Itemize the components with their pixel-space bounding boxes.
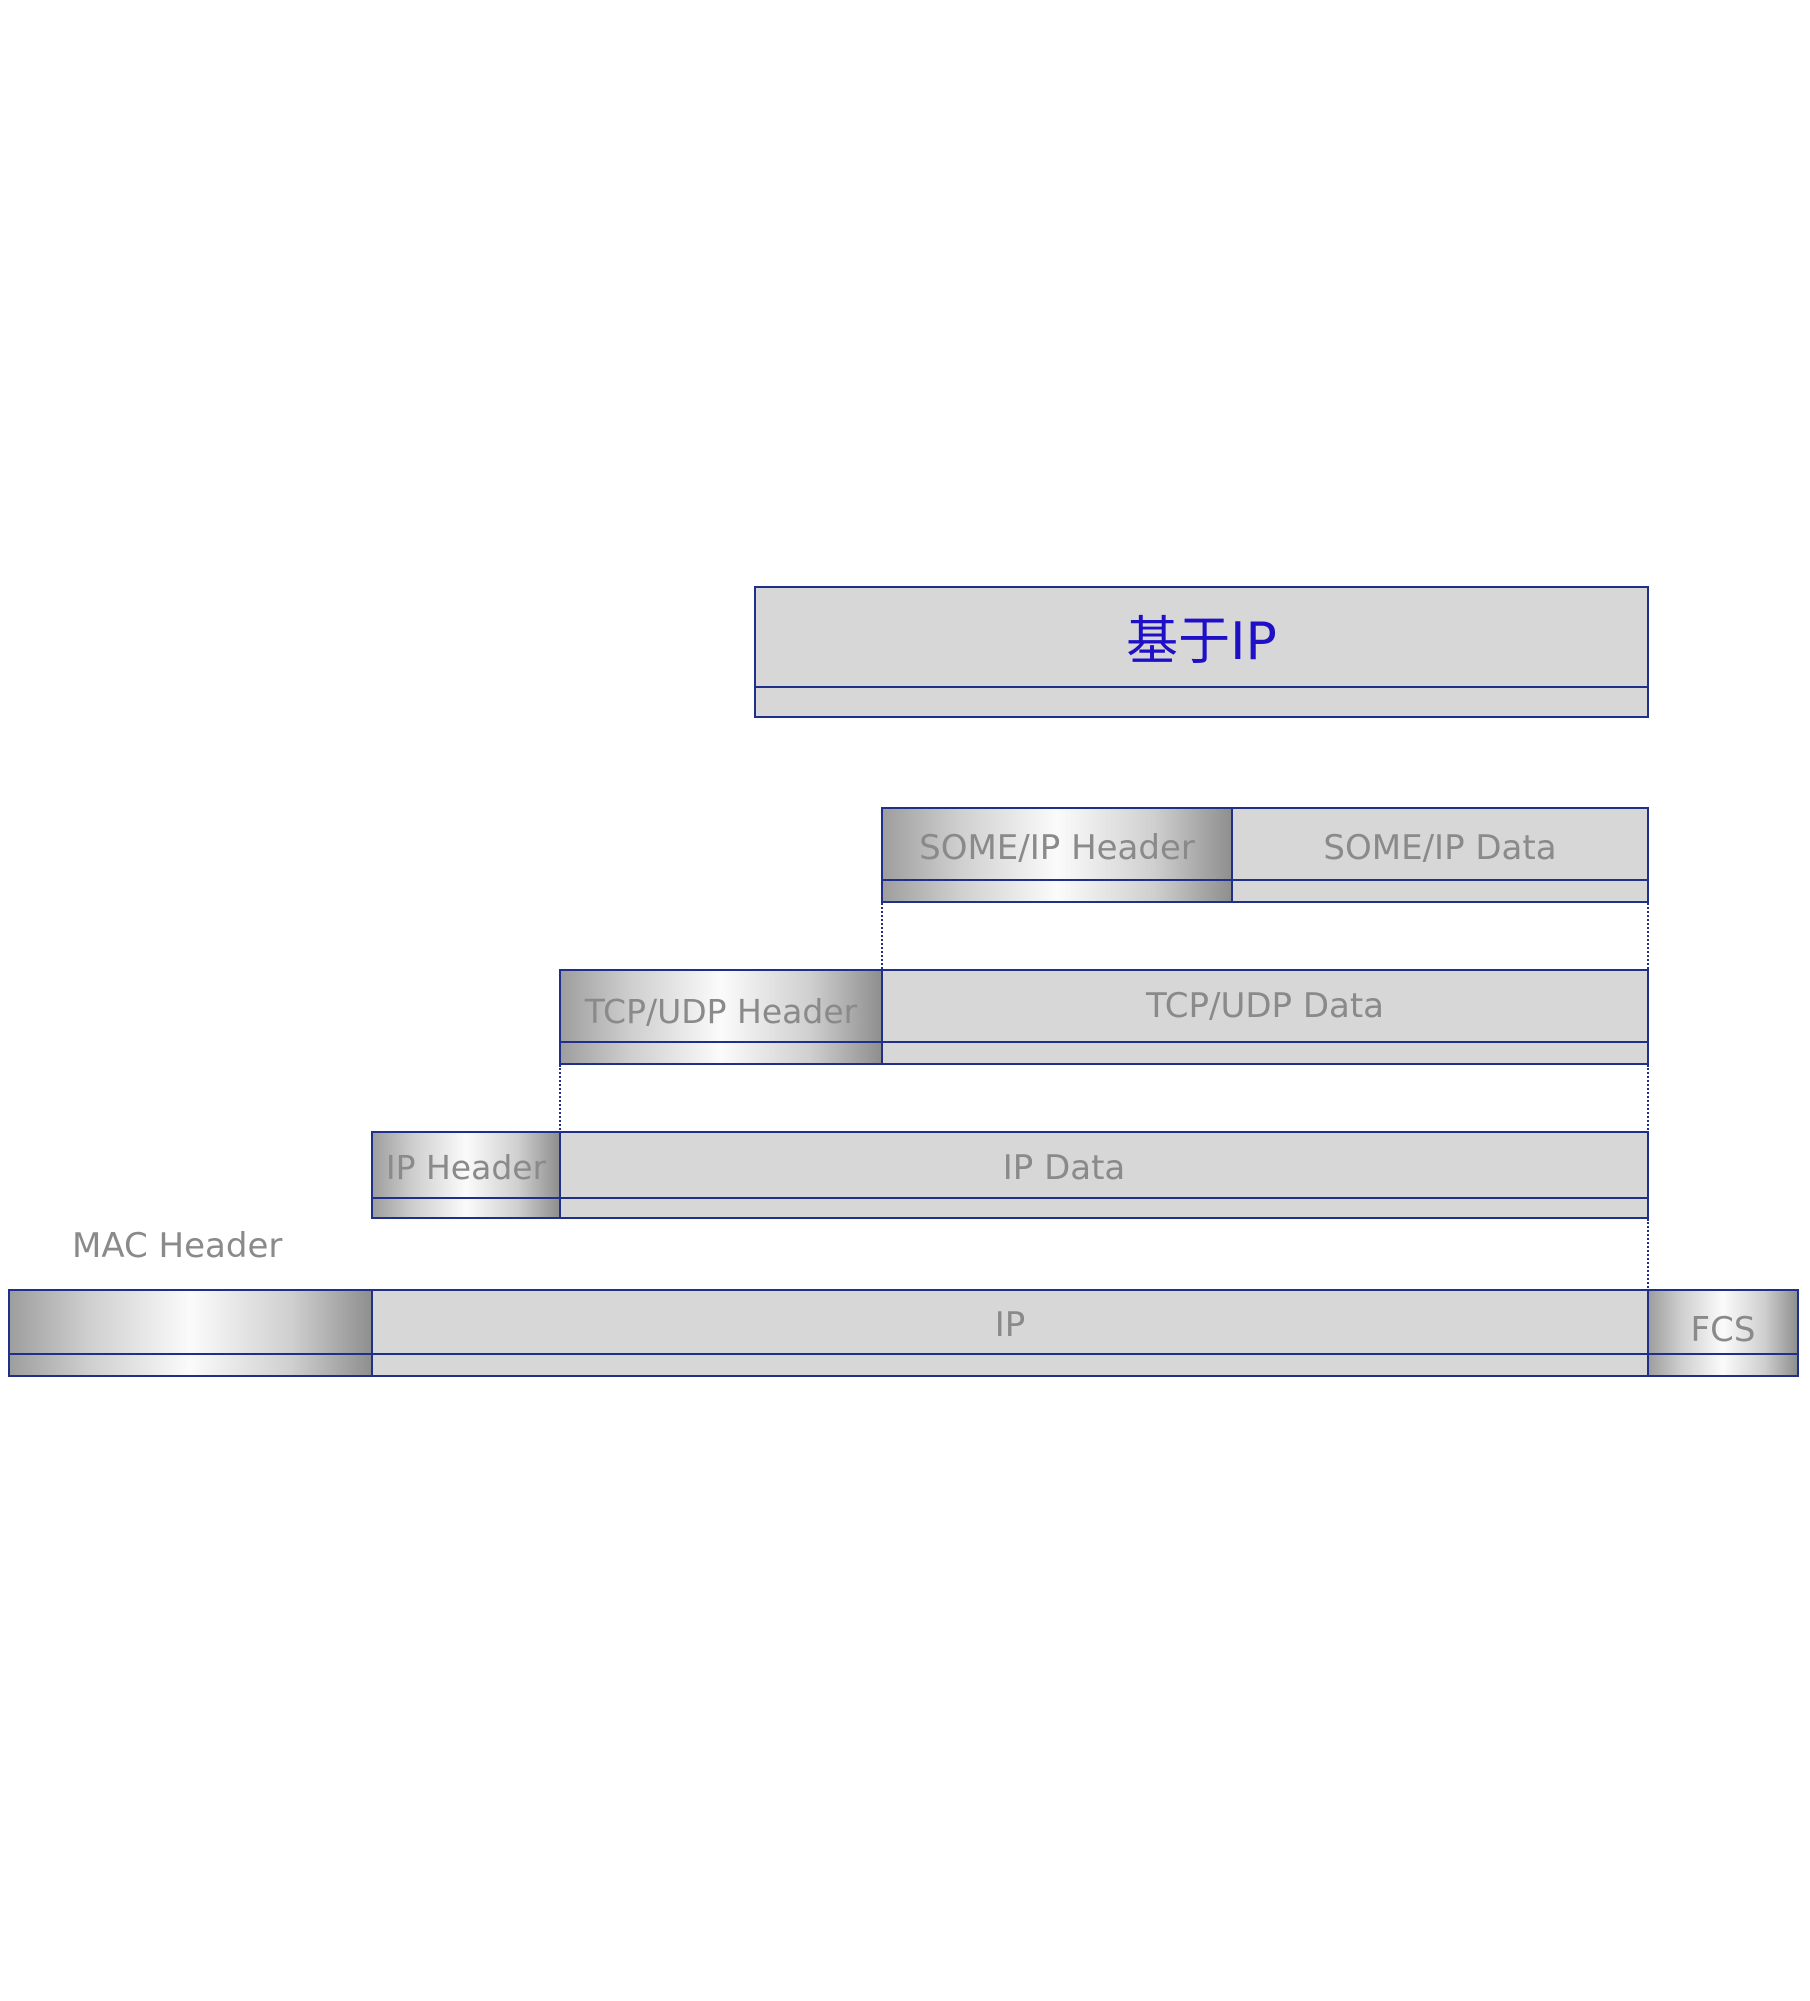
title-box: 基于IP — [754, 586, 1649, 718]
mac-header-box — [8, 1289, 373, 1377]
mac-header-label: MAC Header — [72, 1226, 283, 1266]
diagram-title: 基于IP — [1126, 612, 1277, 672]
someip-data-box: SOME/IP Data — [1231, 807, 1649, 903]
tcpudp-data-label: TCP/UDP Data — [1145, 986, 1385, 1026]
connector-tcpudp-left — [559, 1065, 561, 1133]
ip-payload-box: IP — [371, 1289, 1649, 1377]
fcs-box: FCS — [1647, 1289, 1799, 1377]
connector-tcpudp-right — [1647, 1065, 1649, 1133]
tcpudp-header-label: TCP/UDP Header — [584, 992, 858, 1031]
connector-someip-right — [1647, 903, 1649, 969]
connector-ip-right — [1647, 1219, 1649, 1291]
ip-data-label: IP Data — [1002, 1148, 1126, 1188]
someip-header-box: SOME/IP Header — [881, 807, 1233, 903]
ip-header-box: IP Header — [371, 1131, 561, 1219]
ip-data-box: IP Data — [559, 1131, 1649, 1219]
ip-header-label: IP Header — [385, 1148, 547, 1187]
someip-header-label: SOME/IP Header — [919, 828, 1195, 868]
ip-payload-label: IP — [994, 1305, 1026, 1345]
tcpudp-data-box: TCP/UDP Data — [881, 969, 1649, 1065]
fcs-label: FCS — [1690, 1310, 1756, 1350]
connector-someip-left — [881, 903, 883, 969]
someip-data-label: SOME/IP Data — [1323, 828, 1557, 868]
tcpudp-header-box: TCP/UDP Header — [559, 969, 883, 1065]
